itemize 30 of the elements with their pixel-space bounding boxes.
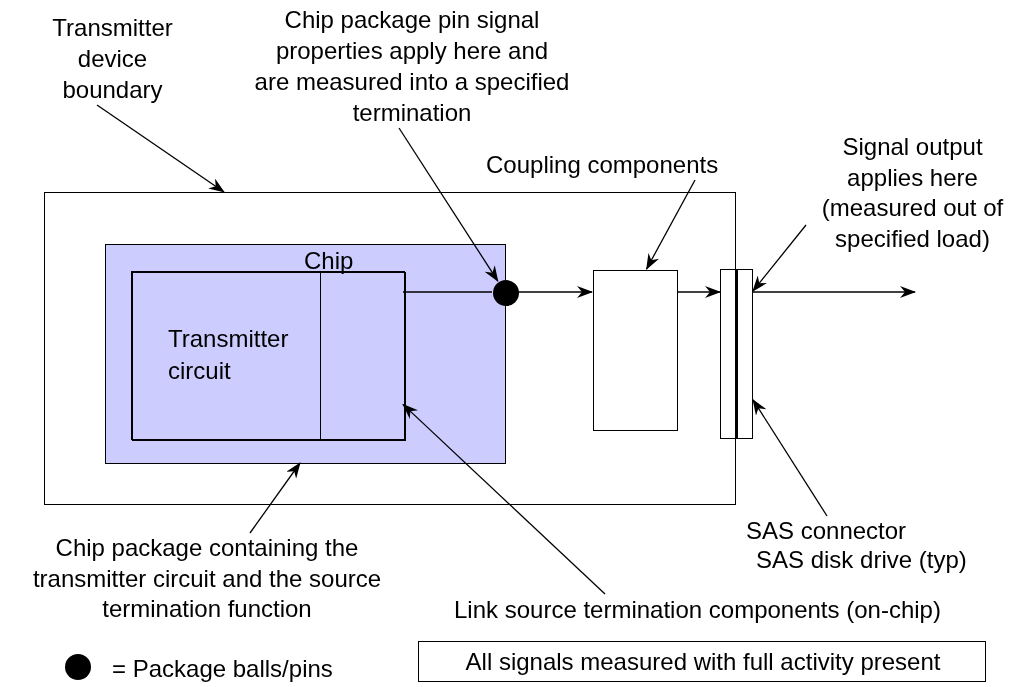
coupling-box — [593, 270, 678, 431]
callout-text: Link source termination components (on-chip) — [454, 594, 1010, 625]
leader-arrow — [249, 462, 301, 534]
leader-arrow — [96, 104, 225, 193]
callout-text: Signal output applies here (measured out of specified load) — [806, 132, 1019, 254]
chip-package-box — [105, 244, 506, 464]
callout-text: Chip package pin signal properties apply here and are measured into a specified termination — [217, 4, 607, 128]
box-label: Transmitter circuit — [168, 324, 290, 386]
note-text: All signals measured with full activity present — [464, 647, 942, 677]
connector-box — [720, 269, 753, 439]
leader-arrow — [752, 224, 807, 292]
callout-text: SAS connector — [746, 516, 908, 545]
termination-box — [320, 272, 406, 441]
signal-arrow — [752, 286, 916, 298]
chip-heading: Chip — [304, 247, 355, 275]
callout-text: Coupling components — [486, 149, 748, 180]
signal-arrow — [676, 286, 721, 298]
legend-text: = Package balls/pins — [112, 656, 333, 682]
device-boundary-box — [44, 192, 736, 505]
callout-text: SAS disk drive (typ) — [756, 545, 968, 574]
callout-text: Transmitter device boundary — [40, 12, 185, 105]
signal-arrow — [517, 286, 593, 298]
callout-text: Chip package containing the transmitter circuit and the source termination function — [22, 533, 392, 625]
leader-arrow — [398, 127, 499, 282]
leader-arrow — [645, 179, 696, 270]
signal-line — [402, 291, 493, 293]
leader-arrow — [752, 398, 828, 517]
note-box — [418, 641, 986, 682]
transmitter-circuit-box — [132, 272, 321, 441]
leader-arrow — [402, 403, 606, 595]
